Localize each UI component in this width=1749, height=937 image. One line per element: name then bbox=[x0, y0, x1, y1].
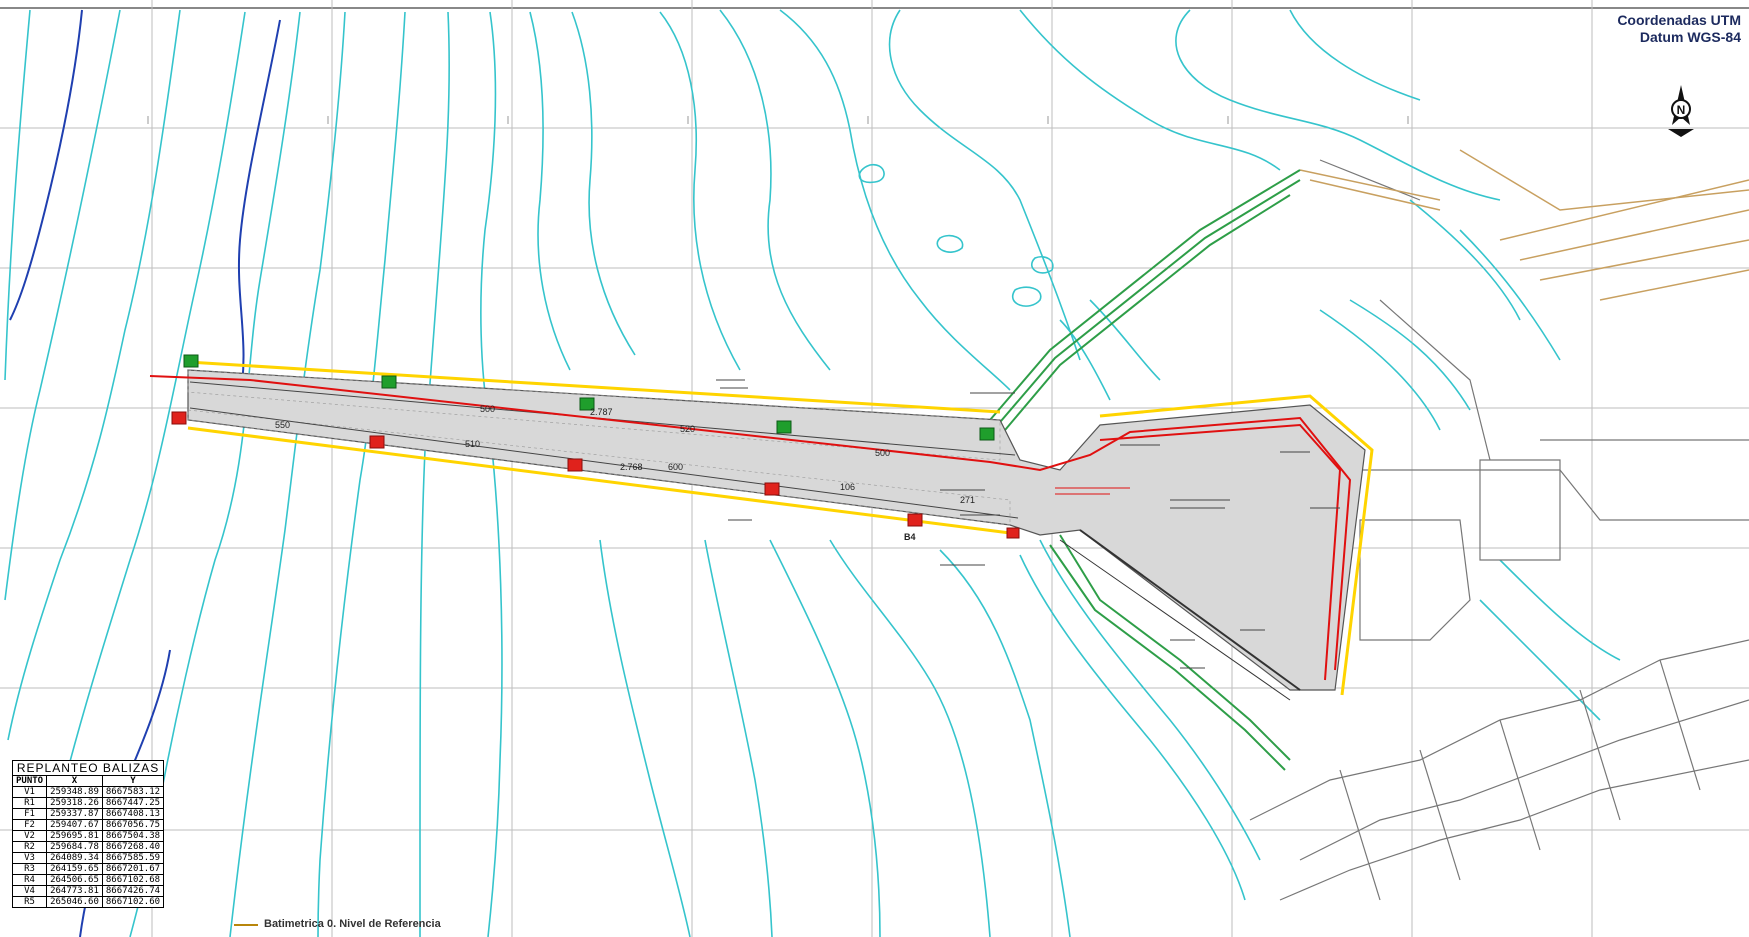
y-coordinate-cell: 8667268.40 bbox=[101, 841, 165, 853]
y-coordinate-cell: 8667102.60 bbox=[101, 896, 165, 908]
x-coordinate-cell: 259684.78 bbox=[46, 841, 103, 853]
legend-swatch bbox=[234, 924, 258, 926]
point-cell: F2 bbox=[11, 819, 48, 831]
x-coordinate-cell: 264773.81 bbox=[46, 885, 103, 897]
depth-label: 600 bbox=[668, 462, 683, 472]
legend: Batimetrica 0. Nivel de Referencia bbox=[234, 918, 441, 930]
depth-label: 520 bbox=[680, 424, 695, 434]
beacon-r2 bbox=[369, 435, 385, 449]
depth-label: 500 bbox=[875, 448, 890, 458]
shoreline bbox=[1249, 159, 1749, 901]
x-coordinate-cell: 259695.81 bbox=[46, 830, 103, 842]
depth-label: 2.768 bbox=[620, 462, 643, 472]
beacon-v4 bbox=[776, 420, 792, 434]
y-coordinate-cell: 8667102.68 bbox=[101, 874, 165, 886]
x-coordinate-cell: 259318.26 bbox=[46, 797, 103, 809]
point-cell: R2 bbox=[11, 841, 48, 853]
channel-axis bbox=[149, 375, 1352, 681]
beacon-label: B4 bbox=[904, 532, 916, 542]
point-cell: V2 bbox=[11, 830, 48, 842]
y-coordinate-cell: 8667056.75 bbox=[101, 819, 165, 831]
x-coordinate-cell: 264089.34 bbox=[46, 852, 103, 864]
beacon-r4 bbox=[764, 482, 780, 496]
dredged-channel bbox=[187, 360, 1374, 701]
column-header: X bbox=[46, 775, 103, 787]
piers bbox=[1299, 149, 1749, 301]
x-coordinate-cell: 264506.65 bbox=[46, 874, 103, 886]
beacon-v3 bbox=[579, 397, 595, 411]
y-coordinate-cell: 8667201.67 bbox=[101, 863, 165, 875]
depth-label: 500 bbox=[480, 404, 495, 414]
point-cell: R5 bbox=[11, 896, 48, 908]
x-coordinate-cell: 265046.60 bbox=[46, 896, 103, 908]
x-coordinate-cell: 259407.67 bbox=[46, 819, 103, 831]
annotation-marks bbox=[716, 379, 1340, 669]
beacon-v5 bbox=[979, 427, 995, 441]
point-cell: F1 bbox=[11, 808, 48, 820]
datum-label: Datum WGS-84 bbox=[1639, 29, 1741, 45]
beacon-r6 bbox=[1006, 527, 1020, 539]
beacon-v1 bbox=[183, 354, 199, 368]
green-beacons bbox=[183, 354, 995, 441]
beacon-r5 bbox=[907, 513, 923, 527]
column-header: PUNTO bbox=[11, 775, 48, 787]
depth-label: 106 bbox=[840, 482, 855, 492]
grid-tick-marks bbox=[147, 116, 1409, 124]
point-cell: R3 bbox=[11, 863, 48, 875]
y-coordinate-cell: 8667408.13 bbox=[101, 808, 165, 820]
point-cell: R4 bbox=[11, 874, 48, 886]
depth-label: 550 bbox=[275, 420, 290, 430]
svg-text:N: N bbox=[1677, 103, 1686, 117]
point-cell: V3 bbox=[11, 852, 48, 864]
point-cell: V1 bbox=[11, 786, 48, 798]
y-coordinate-cell: 8667585.59 bbox=[101, 852, 165, 864]
x-coordinate-cell: 259337.87 bbox=[46, 808, 103, 820]
breakwater-lines bbox=[989, 169, 1301, 771]
coordinate-header: Coordenadas UTM Datum WGS-84 bbox=[1617, 12, 1741, 46]
north-arrow-icon: N bbox=[1668, 85, 1694, 137]
depth-label: 271 bbox=[960, 495, 975, 505]
y-coordinate-cell: 8667583.12 bbox=[101, 786, 165, 798]
depth-labels: 550 500 510 520 600 500 2.768 2.787 106 … bbox=[275, 404, 975, 542]
y-coordinate-cell: 8667504.38 bbox=[101, 830, 165, 842]
point-cell: R1 bbox=[11, 797, 48, 809]
beacon-r1 bbox=[171, 411, 187, 425]
legend-label: Batimetrica 0. Nivel de Referencia bbox=[264, 918, 441, 930]
y-coordinate-cell: 8667447.25 bbox=[101, 797, 165, 809]
column-header: Y bbox=[101, 775, 165, 787]
x-coordinate-cell: 259348.89 bbox=[46, 786, 103, 798]
y-coordinate-cell: 8667426.74 bbox=[101, 885, 165, 897]
point-cell: V4 bbox=[11, 885, 48, 897]
x-coordinate-cell: 264159.65 bbox=[46, 863, 103, 875]
red-beacons bbox=[171, 411, 1020, 539]
depth-label: 510 bbox=[465, 439, 480, 449]
beacon-v2 bbox=[381, 375, 397, 389]
beacon-r3 bbox=[567, 458, 583, 472]
depth-label: 2.787 bbox=[590, 407, 613, 417]
table-title: REPLANTEO BALIZAS bbox=[11, 760, 165, 776]
coordinate-system-label: Coordenadas UTM bbox=[1617, 12, 1741, 28]
